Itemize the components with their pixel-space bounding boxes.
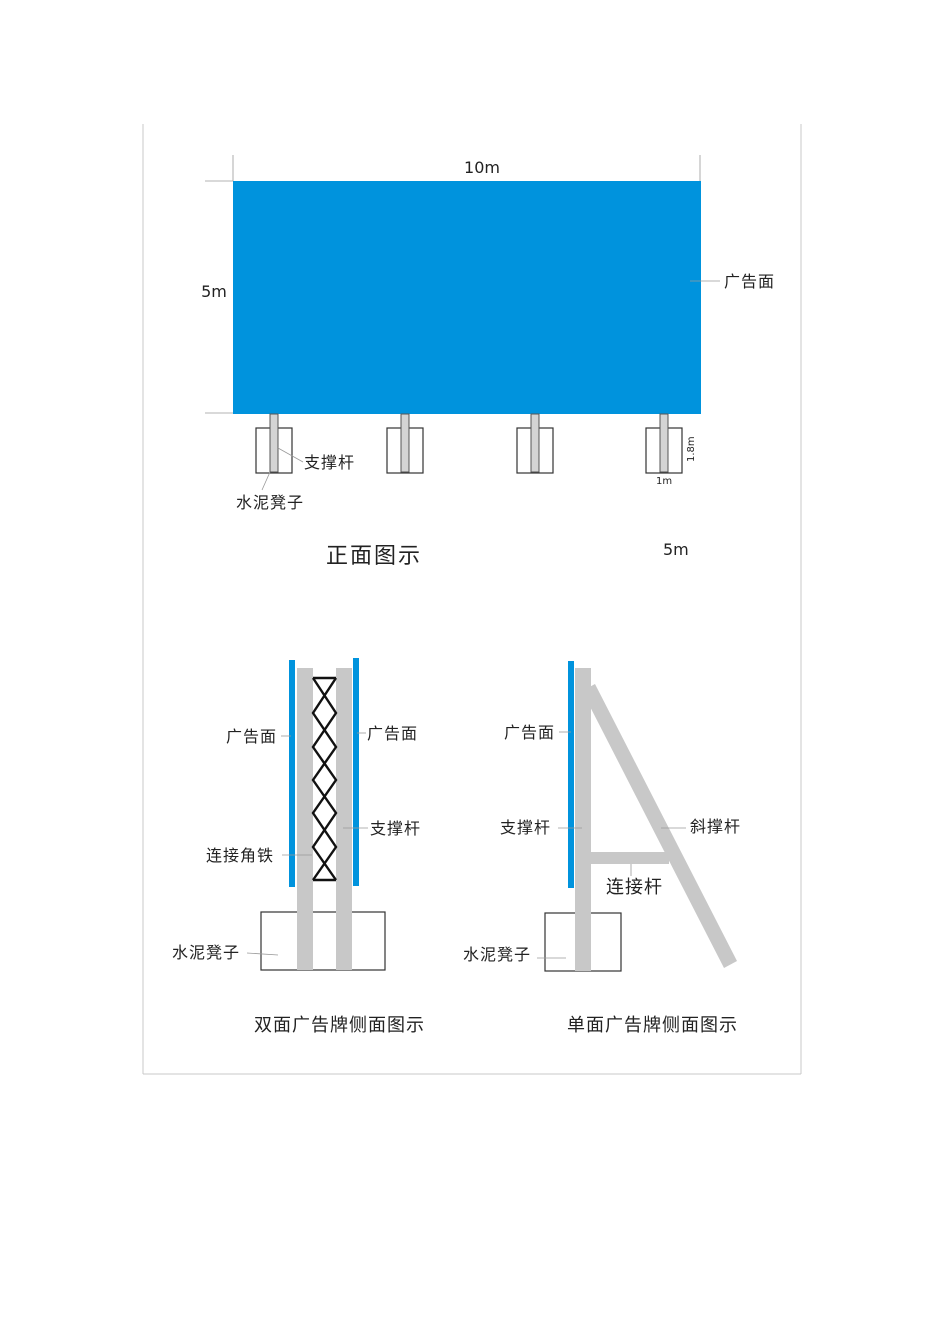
front-view: 10m 5m 广告面 支撑杆 水泥凳子 1.8m 1m 正面图示 5m xyxy=(201,155,775,569)
footing-3 xyxy=(516,413,554,474)
connecting-angle-iron xyxy=(311,676,338,882)
height-label: 5m xyxy=(201,282,227,301)
width-label: 10m xyxy=(464,158,500,177)
extra-dim-label: 5m xyxy=(663,540,689,559)
base-label: 水泥凳子 xyxy=(172,943,240,962)
base-leader xyxy=(246,952,279,956)
page-frame xyxy=(142,124,802,1075)
advertising-panel-right xyxy=(353,658,359,886)
base-label: 水泥凳子 xyxy=(463,945,531,964)
base-leader xyxy=(261,471,271,491)
footing-4 xyxy=(645,413,683,474)
pole-label: 支撑杆 xyxy=(500,818,551,837)
panel-label: 广告面 xyxy=(504,723,555,742)
connector-label: 连接杆 xyxy=(606,877,663,898)
pole-leader xyxy=(277,447,304,463)
single-side-caption: 单面广告牌侧面图示 xyxy=(567,1015,738,1036)
concrete-base xyxy=(260,911,386,971)
support-pole xyxy=(530,413,540,473)
advertising-panel xyxy=(568,661,574,888)
footing-1 xyxy=(255,413,293,474)
double-side-view: 广告面 广告面 支撑杆 连接角铁 水泥凳子 双面广告牌侧面图示 xyxy=(172,658,425,1036)
base-height-label: 1.8m xyxy=(686,436,697,462)
truss-label: 连接角铁 xyxy=(206,846,274,865)
footing-2 xyxy=(386,413,424,474)
advertising-panel xyxy=(233,181,701,414)
panel-label: 广告面 xyxy=(724,272,775,291)
double-side-caption: 双面广告牌侧面图示 xyxy=(254,1015,425,1036)
pole-label: 支撑杆 xyxy=(370,819,421,838)
pole-label: 支撑杆 xyxy=(304,453,355,472)
panel-right-label: 广告面 xyxy=(367,724,418,743)
front-view-title: 正面图示 xyxy=(326,544,422,569)
panel-left-label: 广告面 xyxy=(226,727,277,746)
support-pole-left xyxy=(297,668,313,970)
connecting-rod xyxy=(591,852,669,864)
support-pole-right xyxy=(336,668,352,970)
support-pole xyxy=(659,413,669,473)
diagonal-brace xyxy=(582,684,737,968)
base-width-label: 1m xyxy=(656,476,672,487)
base-label: 水泥凳子 xyxy=(236,493,304,512)
support-pole xyxy=(400,413,410,473)
brace-label: 斜撑杆 xyxy=(690,817,741,836)
single-side-view: 广告面 支撑杆 斜撑杆 连接杆 水泥凳子 单面广告牌侧面图示 xyxy=(463,661,741,1036)
advertising-panel-left xyxy=(289,660,295,887)
support-pole xyxy=(575,668,591,971)
support-pole xyxy=(269,413,279,473)
